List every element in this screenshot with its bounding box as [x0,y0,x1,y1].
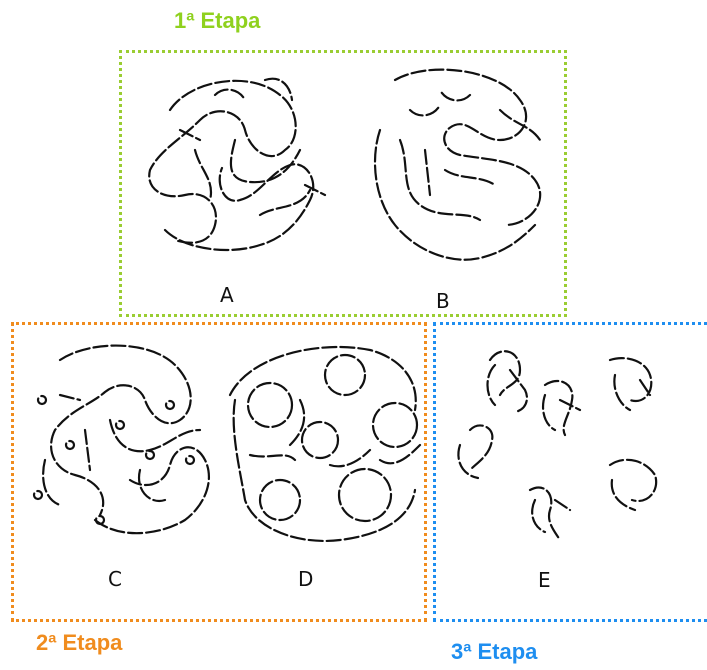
panel-label-a: A [220,283,234,307]
panel-label-d: D [298,567,313,591]
panel-label-b: B [436,289,450,313]
nucleus-e-drawing [458,351,656,540]
nucleus-b-drawing [375,70,540,260]
panel-label-c: C [108,567,122,591]
nucleus-d-drawing [230,347,420,541]
panel-label-e: E [538,568,551,592]
nucleus-a-drawing [149,79,325,250]
nucleus-c-drawing [34,346,209,534]
